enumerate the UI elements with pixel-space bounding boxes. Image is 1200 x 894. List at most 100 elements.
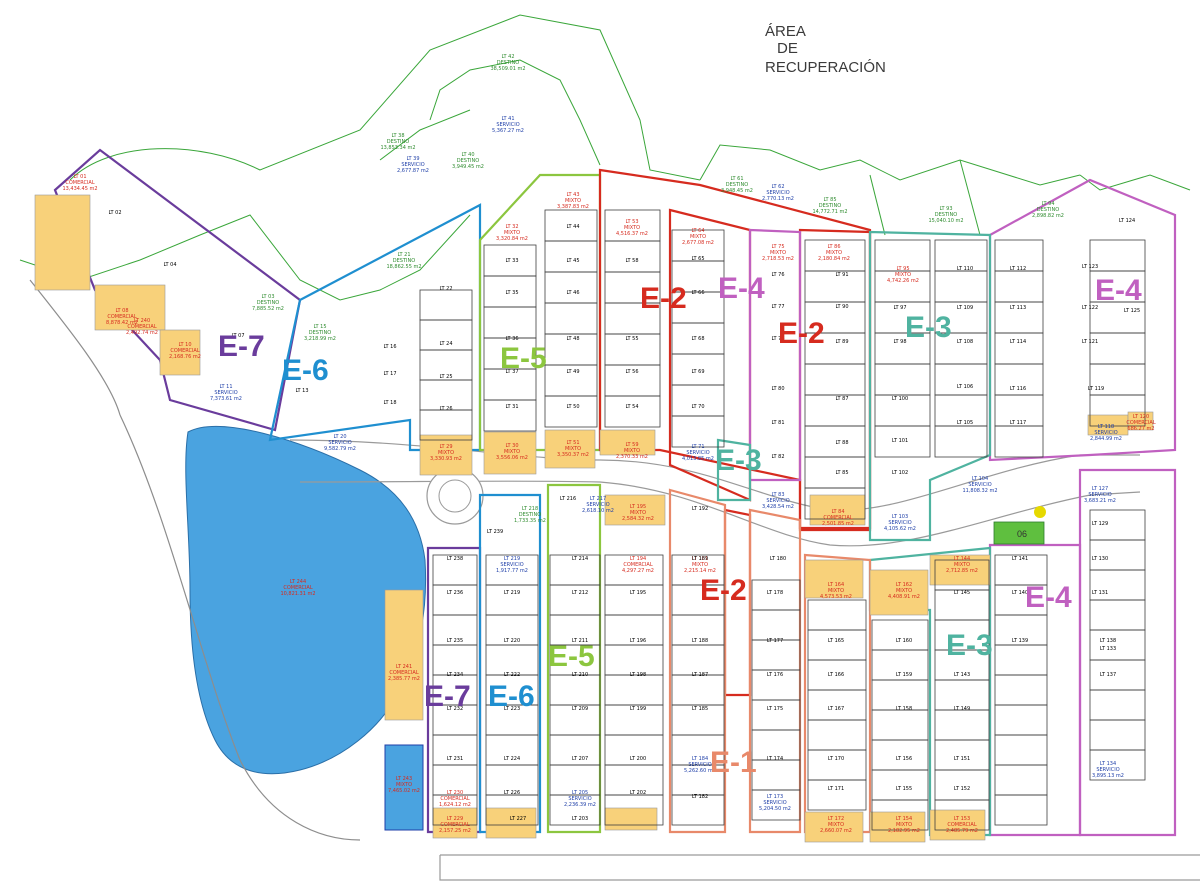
lot-label[interactable]: LT 90 bbox=[835, 304, 848, 310]
lot-label[interactable]: LT 87 bbox=[835, 396, 848, 402]
lot-label[interactable]: LT 31 bbox=[505, 404, 518, 410]
lot-fill[interactable] bbox=[869, 569, 929, 616]
lot-label[interactable]: LT 160 bbox=[896, 638, 912, 644]
lot-label[interactable]: LT 13 bbox=[295, 388, 308, 394]
lot-label[interactable]: LT 89 bbox=[835, 339, 848, 345]
lot-label[interactable]: LT 35 bbox=[505, 290, 518, 296]
lot-label[interactable]: LT 182 bbox=[692, 794, 708, 800]
lot-label[interactable]: LT 91 bbox=[835, 272, 848, 278]
lot-label[interactable]: LT 156 bbox=[896, 756, 912, 762]
lot-label[interactable]: LT 203 bbox=[572, 816, 588, 822]
lot-label[interactable]: LT 231 bbox=[447, 756, 463, 762]
lot-fill[interactable] bbox=[604, 494, 666, 526]
lot-label[interactable]: LT 199 bbox=[630, 706, 646, 712]
lot-label[interactable]: LT 209 bbox=[572, 706, 588, 712]
lot-label[interactable]: LT 211 bbox=[572, 638, 588, 644]
lot-parcel[interactable] bbox=[804, 487, 866, 520]
lot-label[interactable]: LT 114 bbox=[1010, 339, 1026, 345]
lot-label[interactable]: LT 26 bbox=[439, 406, 452, 412]
lot-label[interactable]: LT 98 bbox=[893, 339, 906, 345]
lot-fill[interactable] bbox=[544, 429, 596, 469]
lot-parcel[interactable] bbox=[671, 794, 725, 826]
lot-parcel[interactable] bbox=[1089, 394, 1146, 427]
lot-label[interactable]: LT 65 bbox=[691, 256, 704, 262]
lot-label[interactable]: LT 185 bbox=[692, 706, 708, 712]
lot-label[interactable]: LT 236 bbox=[447, 590, 463, 596]
lot-parcel[interactable] bbox=[1089, 749, 1146, 781]
lot-label[interactable]: LT 07 bbox=[231, 333, 244, 339]
lot-label[interactable]: LT 106 bbox=[957, 384, 973, 390]
lot-parcel[interactable] bbox=[544, 395, 598, 428]
lot-label[interactable]: LT 56 bbox=[625, 369, 638, 375]
lot-label[interactable]: LT 109 bbox=[957, 305, 973, 311]
lot-label[interactable]: LT 129 bbox=[1092, 521, 1108, 527]
lot-label[interactable]: LT 113 bbox=[1010, 305, 1026, 311]
lot-parcel[interactable] bbox=[483, 399, 537, 432]
lot-label[interactable]: LT 227 bbox=[510, 816, 526, 822]
lot-label[interactable]: LT 50 bbox=[566, 404, 579, 410]
lot-parcel[interactable] bbox=[751, 789, 801, 821]
lot-label[interactable]: LT 207 bbox=[572, 756, 588, 762]
lot-label[interactable]: LT 145 bbox=[954, 590, 970, 596]
lot-label[interactable]: LT 81 bbox=[771, 420, 784, 426]
lot-label[interactable]: LT 18 bbox=[383, 400, 396, 406]
lot-label[interactable]: LT 178 bbox=[767, 590, 783, 596]
lot-label[interactable]: LT 219 bbox=[504, 590, 520, 596]
lot-label[interactable]: LT 130 bbox=[1092, 556, 1108, 562]
lot-parcel[interactable] bbox=[807, 779, 867, 811]
lot-label[interactable]: LT 232 bbox=[447, 706, 463, 712]
lot-fill[interactable] bbox=[929, 809, 986, 841]
lot-label[interactable]: LT 36 bbox=[505, 336, 518, 342]
lot-label[interactable]: LT 25 bbox=[439, 374, 452, 380]
lot-parcel[interactable] bbox=[874, 425, 931, 458]
lot-label[interactable]: LT 04 bbox=[163, 262, 176, 268]
lot-label[interactable]: LT 125 bbox=[1124, 308, 1140, 314]
lot-fill[interactable] bbox=[804, 811, 864, 843]
lot-label[interactable]: LT 165 bbox=[828, 638, 844, 644]
lot-label[interactable]: LT 121 bbox=[1082, 339, 1098, 345]
lot-label[interactable]: LT 166 bbox=[828, 672, 844, 678]
lot-label[interactable]: LT 22 bbox=[439, 286, 452, 292]
lot-label[interactable]: LT 176 bbox=[767, 672, 783, 678]
lot-label[interactable]: LT 24 bbox=[439, 341, 452, 347]
lot-label[interactable]: LT 235 bbox=[447, 638, 463, 644]
lot-fill[interactable] bbox=[869, 811, 926, 843]
lot-label[interactable]: LT 141 bbox=[1012, 556, 1028, 562]
lot-parcel[interactable] bbox=[432, 794, 478, 826]
lot-label[interactable]: LT 77 bbox=[771, 304, 784, 310]
lot-fill[interactable] bbox=[599, 429, 656, 456]
lot-fill[interactable] bbox=[432, 807, 478, 839]
lot-label[interactable]: LT 46 bbox=[566, 290, 579, 296]
lot-label[interactable]: LT 102 bbox=[892, 470, 908, 476]
lot-parcel[interactable] bbox=[934, 799, 990, 831]
green-lot-06[interactable]: 06 bbox=[993, 506, 1046, 545]
lot-label[interactable]: LT 122 bbox=[1082, 305, 1098, 311]
lot-label[interactable]: LT 151 bbox=[954, 756, 970, 762]
